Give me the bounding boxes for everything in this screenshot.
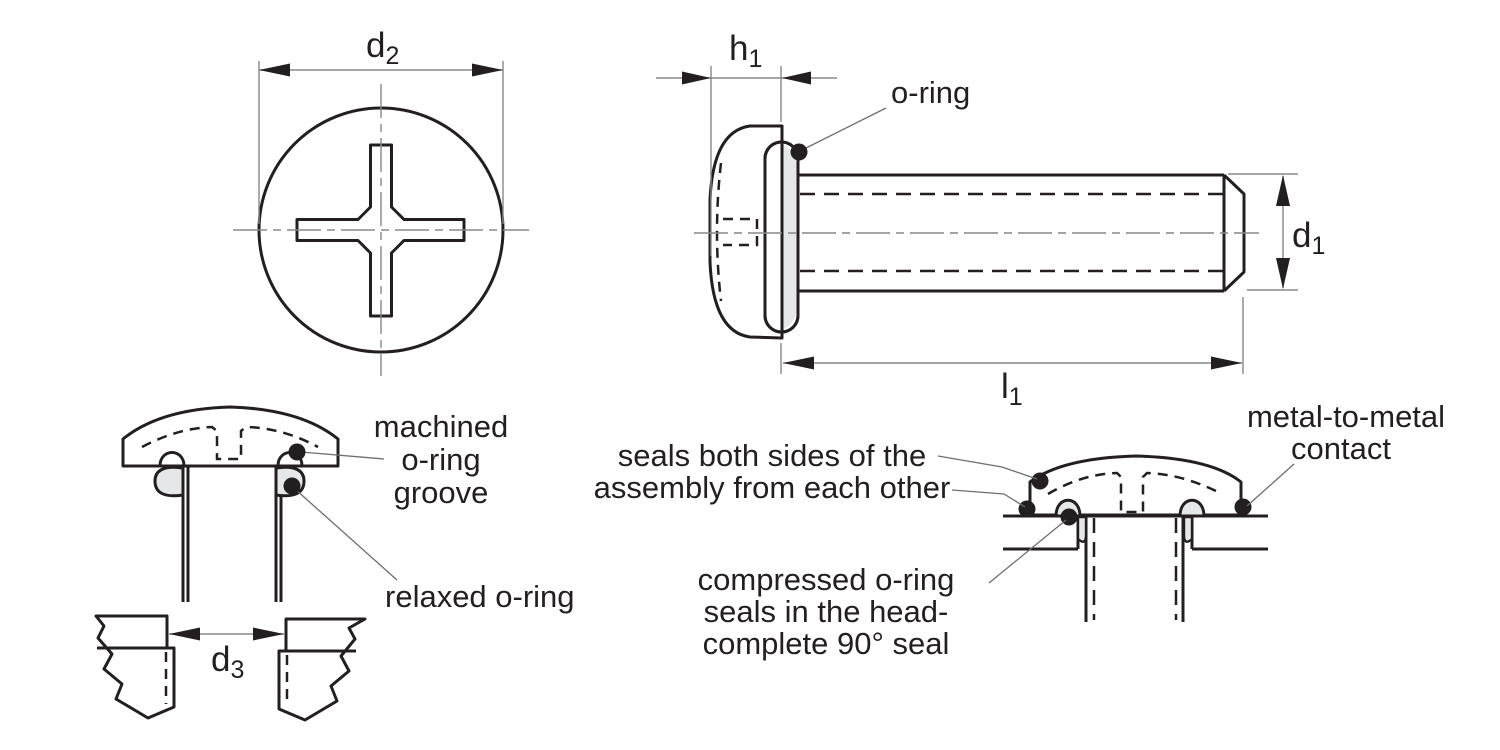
arrowhead-left [783,356,814,370]
leader-dot [1031,472,1049,490]
head-front-view: d2 [233,26,529,376]
seals-both-label: assembly from each other [594,470,951,505]
leader-line [988,519,1067,584]
arrowhead-up [1276,175,1290,206]
dimension-label-l1: l1 [1001,367,1023,411]
leader-line [803,107,887,150]
metal-contact-label: contact [1291,431,1391,466]
machined-groove-label: machined [374,409,508,444]
machined-groove-label: o-ring [401,442,480,477]
arrowhead-right [253,627,284,641]
tapped-plate-left [94,614,176,720]
arrowhead-down [1276,258,1290,289]
head-section-outline [121,405,340,468]
oring-protruding-part [782,144,797,330]
leader-line [951,489,1026,508]
phillips-recess-outline [295,143,466,318]
machined-groove-label: groove [394,475,489,510]
arrowhead-right [1211,356,1242,370]
screw-shaft-outline [797,173,1246,293]
thread-hidden-line [1092,518,1178,620]
recess-hidden-profile [141,425,319,461]
dimension-label-d3: d3 [211,640,244,684]
arrowhead-right [472,63,503,77]
compressed-oring-label: seals in the head- [704,594,949,629]
tapped-plate-right [277,617,367,722]
arrowhead-left [782,71,811,85]
leader-line [937,455,1038,480]
leader-line [1246,463,1295,507]
compressed-oring-label: complete 90° seal [703,626,950,661]
compressed-oring-label: compressed o-ring [698,562,955,597]
screw-side-view: h1 o-ring d1 l1 [656,29,1325,411]
arrowhead-right [682,71,711,85]
shank-line [181,466,283,602]
relaxed-oring-left [153,465,185,498]
compressed-oring-right [1178,498,1206,518]
compressed-oring-left-tail [1076,515,1088,543]
recess-hidden-profile [1047,471,1223,514]
arrowhead-left [259,63,290,77]
compressed-oring-right-tail [1182,515,1194,543]
recess-hidden-step [723,217,759,247]
assembled-section-view: seals both sides of the assembly from ea… [594,399,1445,661]
recess-hidden-arc [715,162,723,302]
dimension-label-h1: h1 [729,29,762,73]
oring-label: o-ring [891,75,970,110]
metal-contact-label: metal-to-metal [1247,399,1445,434]
leader-dot [1018,500,1036,518]
dimension-label-d1: d1 [1292,216,1325,260]
shank-line [1084,517,1185,622]
leader-line [300,451,385,460]
leader-dot [288,443,306,461]
oring-groove-arch-left [158,451,186,468]
arrowhead-left [169,627,200,641]
head-section-relaxed-view: d3 machined o-ring groove relaxed o-ring [94,405,575,722]
leader-dot [283,477,301,495]
relaxed-oring-label: relaxed o-ring [385,579,575,614]
leader-dot [1234,498,1252,516]
dimension-label-d2: d2 [366,26,399,70]
leader-line [294,488,398,581]
leader-dot [790,143,808,161]
seals-both-label: seals both sides of the [618,438,926,473]
